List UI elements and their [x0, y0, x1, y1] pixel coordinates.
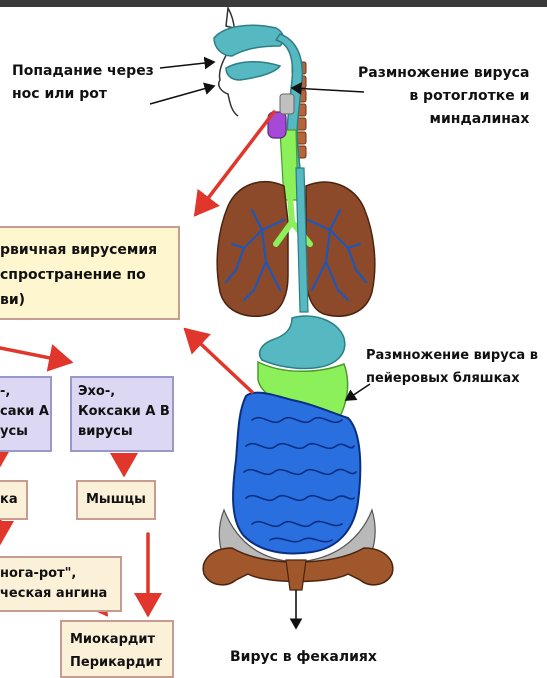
label-entry: Попадание через нос или рот	[12, 60, 154, 106]
nasal-cavity	[214, 25, 283, 56]
box-left-virus-text: -, саки А усы	[0, 382, 49, 442]
box-skin-text: ка	[0, 490, 18, 510]
box-left-virus: -, саки А усы	[0, 376, 52, 452]
label-pharynx: Размножение вируса в ротоглотке и миндал…	[358, 62, 529, 131]
box-skin: ка	[0, 480, 28, 520]
arrow-entry-2	[150, 86, 214, 104]
lung-right	[306, 182, 375, 316]
oral-cavity	[226, 62, 280, 80]
label-peyer: Размножение вируса в пейеровых бляшках	[366, 344, 538, 390]
box-myocarditis-text: Миокардит Перикардит	[70, 628, 162, 674]
box-muscles: Мышцы	[76, 480, 156, 520]
box-viremia: рвичная вирусемия спространение по ви)	[0, 226, 180, 320]
stomach	[260, 316, 345, 368]
box-viremia-text: рвичная вирусемия спространение по ви)	[0, 238, 157, 313]
box-muscles-text: Мышцы	[86, 490, 146, 510]
box-handfoot: нога-рот", ческая ангина	[0, 556, 122, 612]
box-echo-text: Эхо-, Коксаки А В вирусы	[78, 382, 170, 442]
arrow-entry	[160, 62, 214, 68]
intestines	[233, 393, 360, 554]
box-handfoot-text: нога-рот", ческая ангина	[0, 564, 107, 604]
sacrum	[286, 560, 306, 590]
lung-left	[217, 182, 288, 316]
box-echo: Эхо-, Коксаки А В вирусы	[70, 376, 174, 452]
larynx	[280, 94, 294, 114]
label-feces: Вирус в фекалиях	[230, 646, 377, 669]
face-outline	[219, 52, 238, 116]
box-myocarditis: Миокардит Перикардит	[60, 620, 174, 678]
